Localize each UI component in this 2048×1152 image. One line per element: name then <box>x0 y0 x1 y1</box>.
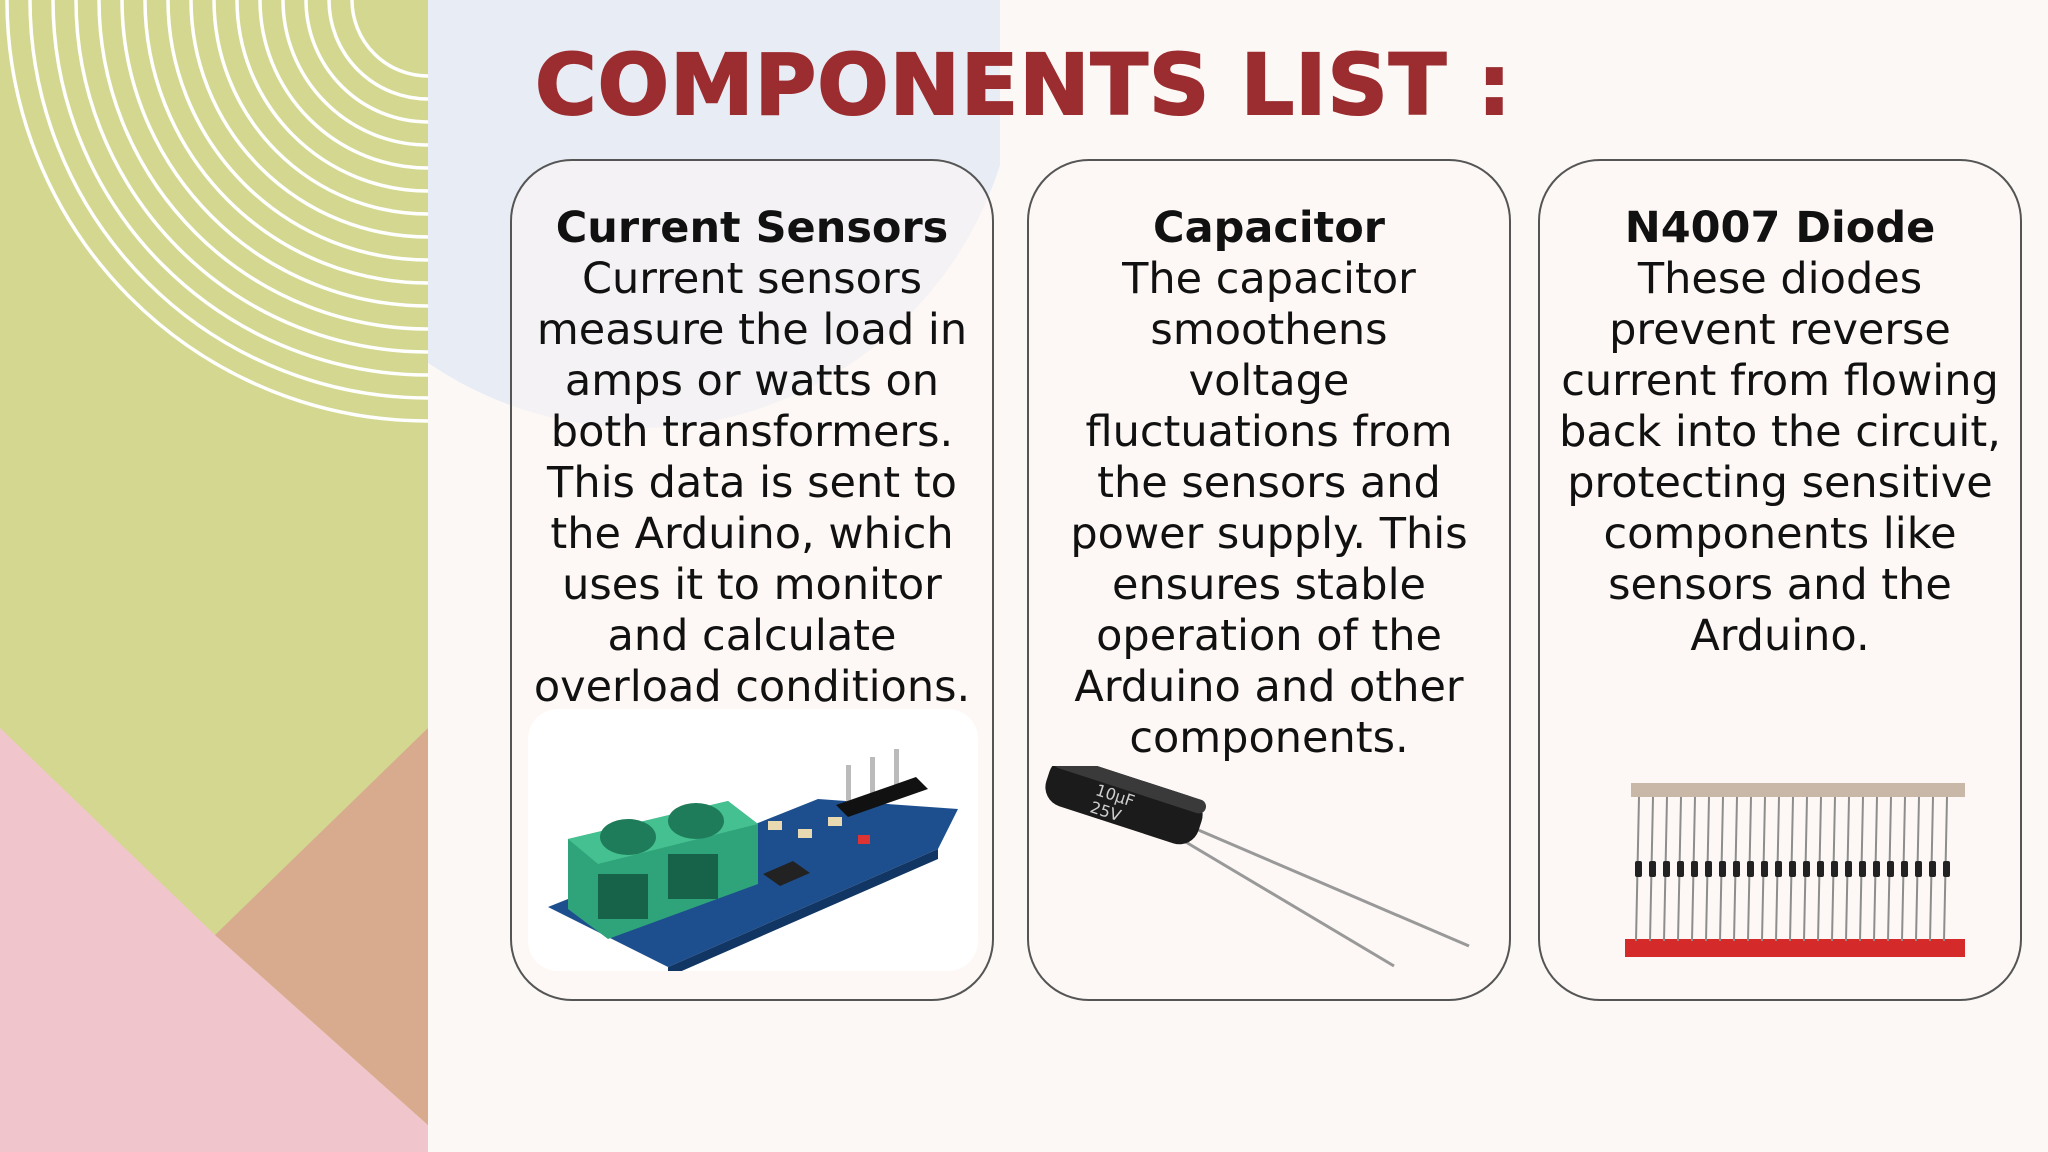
current-sensor-image <box>528 709 978 971</box>
card-title: Capacitor <box>1153 203 1385 253</box>
card-capacitor: Capacitor The capacitor smoothens voltag… <box>1027 159 1511 1001</box>
capacitor-image: 10µF 25V <box>1039 766 1499 971</box>
card-description: Current sensors measure the load in amps… <box>533 254 971 712</box>
diode-strip-image <box>1625 771 1970 971</box>
slide-title: COMPONENTS LIST : <box>534 35 1513 135</box>
card-text: N4007 Diode These diodes prevent reverse… <box>1540 203 2020 662</box>
current-sensor-module-icon <box>528 709 978 971</box>
diode-strip-icon <box>1625 783 1965 957</box>
card-title: Current Sensors <box>555 203 949 253</box>
card-text: Capacitor The capacitor smoothens voltag… <box>1029 203 1509 764</box>
card-current-sensors: Current Sensors Current sensors measure … <box>510 159 994 1001</box>
card-title: N4007 Diode <box>1624 203 1936 253</box>
card-description: The capacitor smoothens voltage fluctuat… <box>1070 254 1468 763</box>
capacitor-icon: 10µF 25V <box>1045 766 1470 968</box>
card-description: These diodes prevent reverse current fro… <box>1559 254 2001 661</box>
card-diode: N4007 Diode These diodes prevent reverse… <box>1538 159 2022 1001</box>
card-text: Current Sensors Current sensors measure … <box>512 203 992 713</box>
